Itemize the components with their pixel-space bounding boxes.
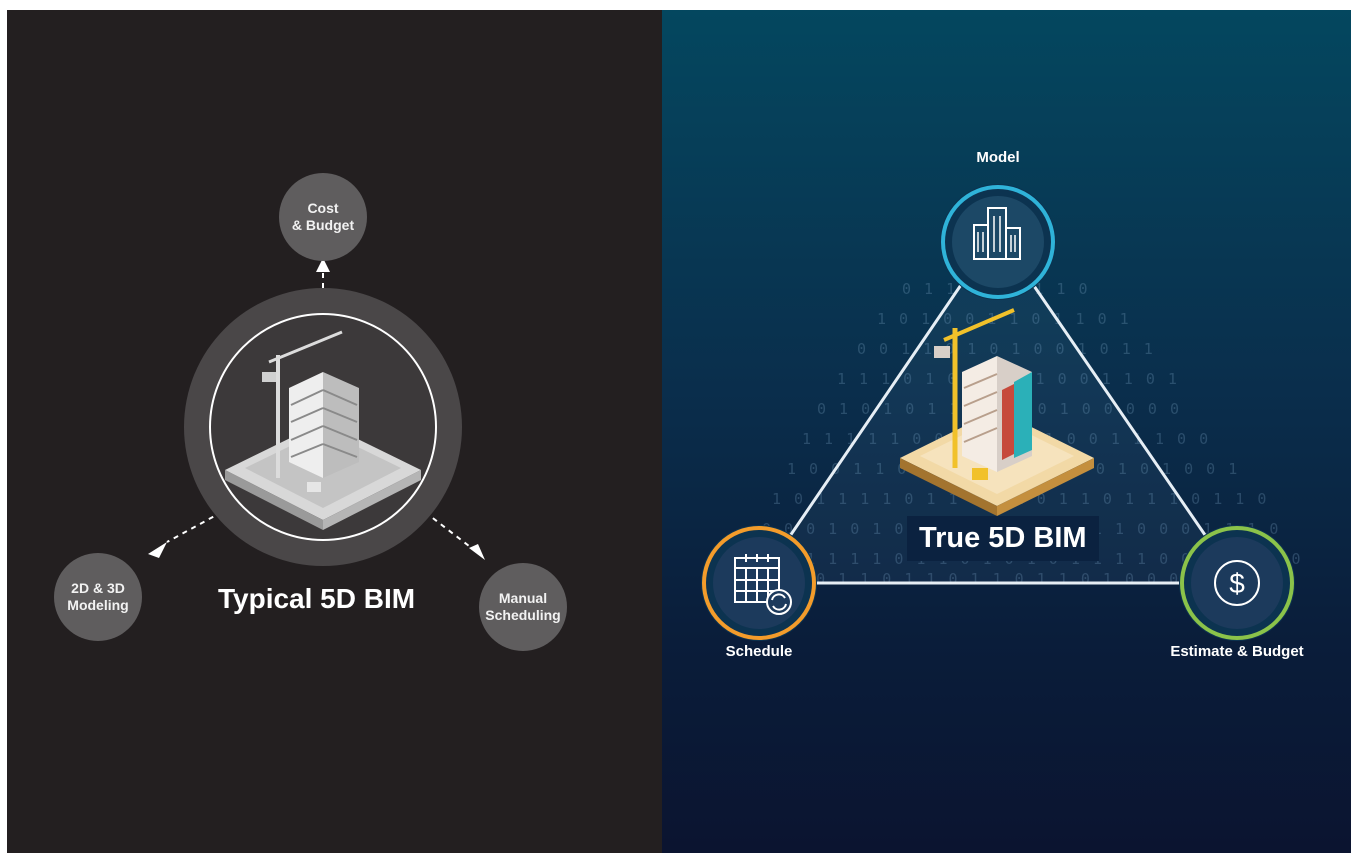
cost-budget-label: Cost & Budget [291, 200, 355, 233]
schedule-label: Schedule [725, 643, 793, 660]
arrow-to-scheduling [469, 544, 485, 560]
true-5d-bim-title: True 5D BIM [907, 516, 1099, 561]
arrow-to-modeling [148, 542, 167, 558]
model-label: Model [976, 149, 1020, 166]
svg-text:$: $ [1229, 568, 1245, 599]
model-node [952, 196, 1044, 288]
scheduling-node [479, 563, 567, 651]
dollar-icon: $ [1214, 560, 1260, 606]
model-ring [941, 185, 1055, 299]
estimate-label: Estimate & Budget [1170, 643, 1304, 660]
arrow-to-cost [316, 258, 330, 272]
connector-to-scheduling [424, 511, 470, 547]
modeling-label: 2D & 3D Modeling [67, 580, 129, 613]
cost-budget-node [279, 173, 367, 261]
construction-building-illustration [900, 308, 1094, 516]
typical-5d-bim-title: Typical 5D BIM [218, 583, 416, 614]
schedule-ring [702, 526, 816, 640]
buildings-icon [973, 207, 1021, 260]
modeling-node [54, 553, 142, 641]
typical-diagram-graphics [148, 258, 485, 566]
true-5d-bim-panel: 0 1 1 0 1 0 1 1 0 1 0 1 0 0 1 1 0 1 1 0 … [662, 10, 1351, 853]
schedule-node [713, 537, 805, 629]
connector-to-modeling [166, 511, 223, 543]
estimate-node [1191, 537, 1283, 629]
typical-5d-bim-panel: Cost & Budget 2D & 3D Modeling Manual Sc… [7, 10, 662, 853]
construction-building-illustration [225, 330, 421, 530]
true-diagram-graphics: $ [701, 184, 1295, 641]
estimate-ring [1180, 526, 1294, 640]
scheduling-label: Manual Scheduling [485, 590, 561, 623]
calendar-sync-icon [734, 554, 792, 615]
